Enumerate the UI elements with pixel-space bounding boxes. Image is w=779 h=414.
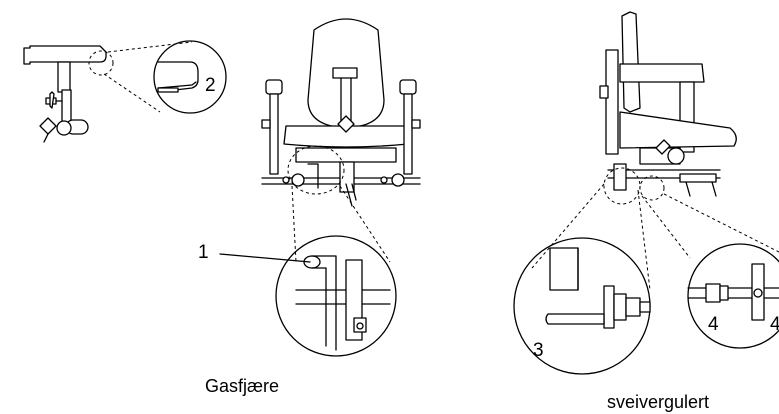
zoom-connector-1	[291, 185, 391, 263]
callout-2: 2	[205, 75, 216, 96]
callout-1: 1	[198, 242, 209, 263]
callout-4-left: 4	[708, 314, 719, 335]
callout-3: 3	[533, 340, 544, 361]
zoom-connectors-3-4	[531, 183, 779, 291]
callout-4-right: 4	[770, 314, 779, 335]
armrest-side-view	[23, 45, 114, 143]
detail-circle-2: 2	[153, 40, 227, 114]
chair-side-view	[599, 11, 737, 205]
detail-circle-3: 3	[513, 237, 651, 375]
zoom-connector-2	[103, 41, 193, 113]
detail-circle-4: 4 4	[687, 243, 779, 349]
chair-front-view	[261, 18, 421, 207]
caption-sveivergulert: sveivergulert	[607, 392, 709, 412]
detail-circle-1: 1	[198, 235, 397, 357]
caption-gasfjaere: Gasfjære	[205, 376, 279, 396]
